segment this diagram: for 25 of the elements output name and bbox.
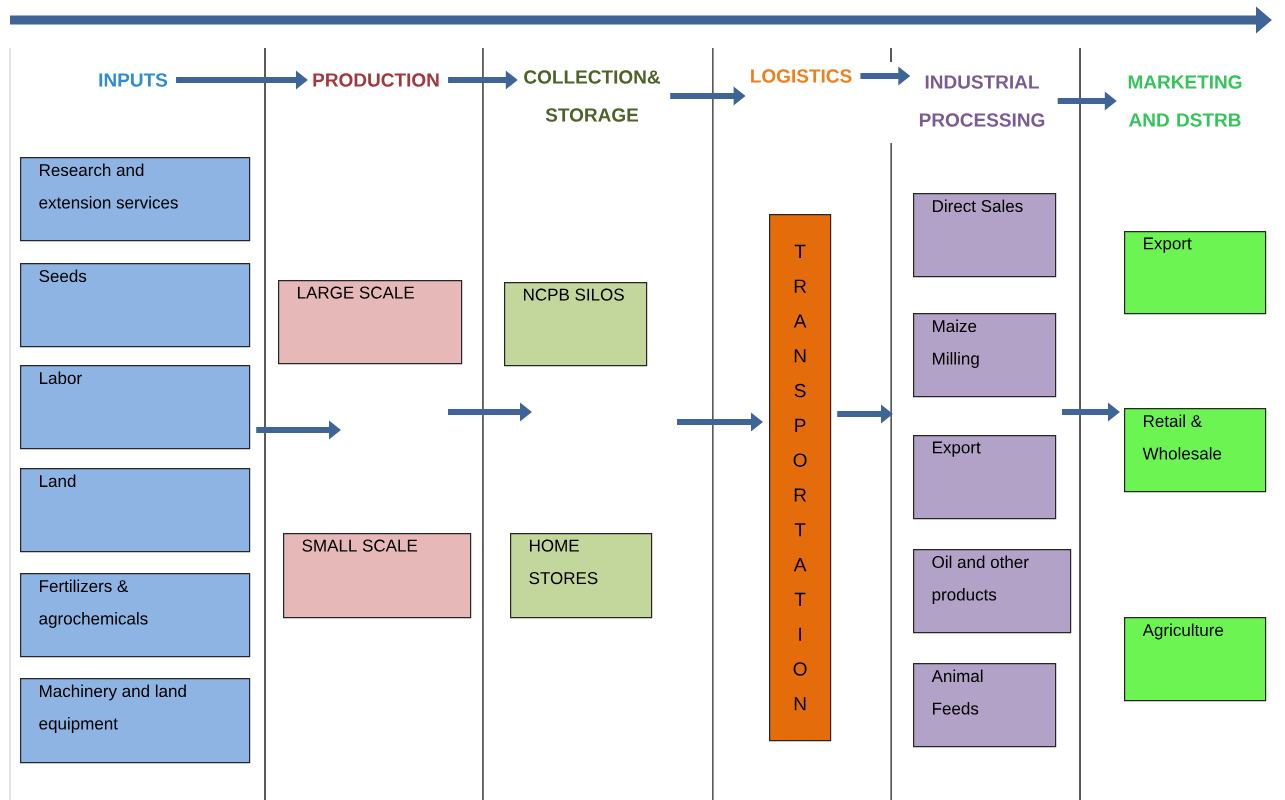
- market-box: Export: [1124, 231, 1267, 315]
- storage-box: NCPB SILOS: [504, 282, 648, 367]
- column-heading: PRODUCTION: [313, 73, 439, 87]
- production-box: LARGE SCALE: [278, 280, 463, 365]
- column-heading: INPUTS: [99, 73, 168, 87]
- processing-box: Animal Feeds: [913, 663, 1057, 748]
- column-heading: LOGISTICS: [751, 69, 852, 83]
- input-box: Labor: [20, 365, 251, 450]
- input-box: Research and extension services: [20, 157, 251, 242]
- transport-bar: TRANSPORTATION: [769, 214, 832, 742]
- storage-box: HOME STORES: [510, 533, 653, 619]
- processing-box: Direct Sales: [913, 193, 1057, 278]
- processing-box: Oil and other products: [913, 549, 1072, 634]
- input-box: Fertilizers & agrochemicals: [20, 573, 251, 658]
- column-heading: INDUSTRIAL PROCESSING: [919, 75, 1045, 127]
- market-box: Agriculture: [1124, 617, 1267, 702]
- processing-box: Maize Milling: [913, 313, 1057, 398]
- market-box: Retail & Wholesale: [1124, 408, 1267, 493]
- column-heading: MARKETING AND DSTRB: [1128, 75, 1242, 127]
- input-box: Land: [20, 468, 251, 553]
- production-box: SMALL SCALE: [283, 533, 472, 619]
- processing-box: Export: [913, 435, 1057, 520]
- column-heading: COLLECTION& STORAGE: [524, 70, 661, 122]
- input-box: Machinery and land equipment: [20, 678, 251, 764]
- input-box: Seeds: [20, 263, 251, 348]
